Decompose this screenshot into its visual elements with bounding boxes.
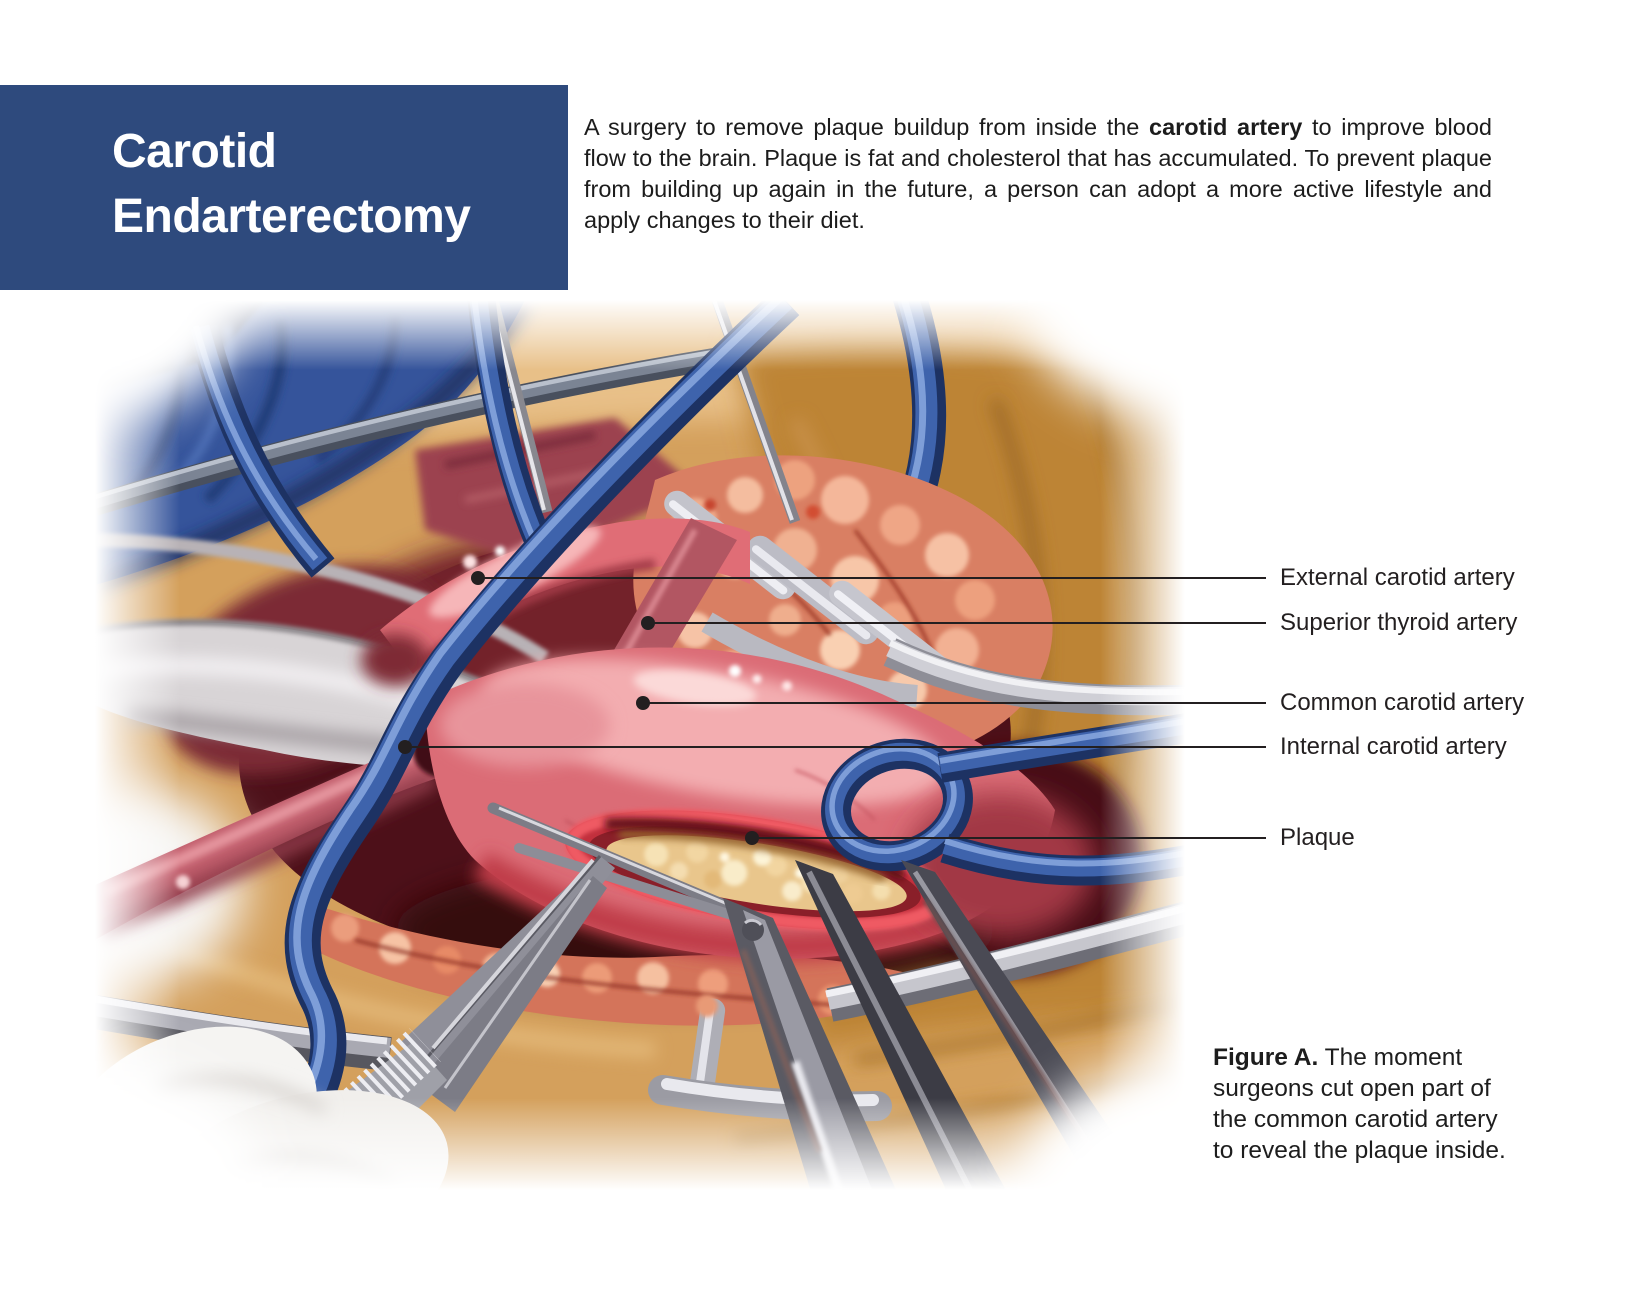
title-banner: Carotid Endarterectomy bbox=[0, 85, 568, 290]
leader-line bbox=[405, 745, 1266, 749]
figure-caption: Figure A. The moment surgeons cut open p… bbox=[1213, 1042, 1515, 1166]
intro-text-after: to improve blood flow to the brain. Plaq… bbox=[584, 114, 1492, 233]
leader-line bbox=[478, 576, 1266, 580]
figure-caption-text: The moment surgeons cut open part of the… bbox=[1213, 1044, 1506, 1164]
figure-caption-label: Figure A. bbox=[1213, 1044, 1319, 1071]
jugular-vein-main bbox=[239, 288, 800, 1197]
leader-line bbox=[752, 836, 1266, 840]
anatomy-label: External carotid artery bbox=[1280, 564, 1515, 591]
anatomy-label: Internal carotid artery bbox=[1280, 733, 1507, 760]
surgical-illustration bbox=[0, 180, 1355, 1297]
intro-text-before: A surgery to remove plaque buildup from … bbox=[584, 114, 1150, 140]
page-title-line2: Endarterectomy bbox=[112, 190, 471, 243]
anatomy-label: Plaque bbox=[1280, 824, 1355, 851]
page-title-line1: Carotid bbox=[112, 125, 277, 178]
anatomy-label: Superior thyroid artery bbox=[1280, 609, 1518, 636]
intro-bold-term: carotid artery bbox=[1149, 114, 1303, 140]
anatomy-label: Common carotid artery bbox=[1280, 689, 1525, 716]
leader-line bbox=[648, 621, 1266, 625]
leader-line bbox=[643, 701, 1266, 705]
intro-paragraph: A surgery to remove plaque buildup from … bbox=[584, 112, 1492, 236]
surgical-illustration-svg bbox=[0, 180, 1355, 1297]
